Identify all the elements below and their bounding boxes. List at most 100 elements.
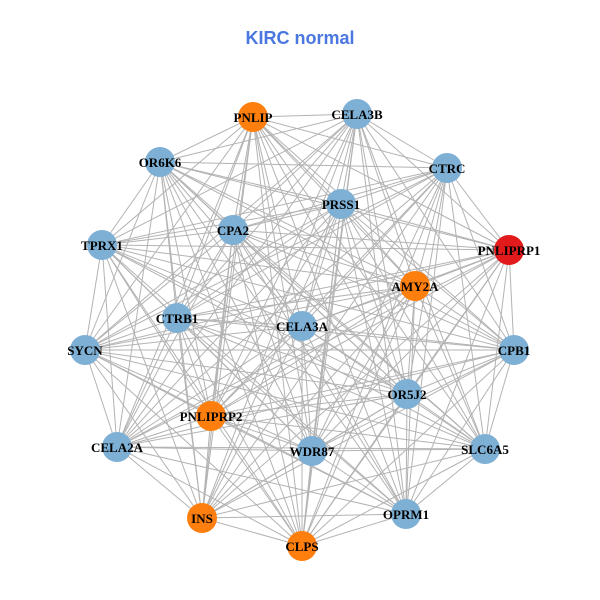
edge	[406, 349, 515, 395]
edge	[176, 317, 313, 452]
edge	[210, 285, 416, 417]
edge	[252, 116, 303, 327]
node-label: PRSS1	[322, 197, 360, 212]
edge	[116, 325, 303, 448]
node-label: PNLIPRP2	[180, 409, 243, 424]
edge	[176, 229, 234, 319]
edge	[340, 203, 510, 251]
edge	[405, 249, 510, 515]
edge	[446, 167, 515, 351]
node-label: CPB1	[498, 343, 531, 358]
edge	[508, 249, 515, 351]
node-label: OR6K6	[139, 155, 182, 170]
node-circle	[342, 99, 372, 129]
edge	[116, 285, 416, 448]
node-ctrc: CTRC	[429, 153, 465, 183]
edge	[201, 229, 234, 519]
node-label: OPRM1	[383, 507, 429, 522]
edge	[484, 349, 515, 450]
node-circle	[326, 189, 356, 219]
edge	[176, 317, 203, 519]
edge	[340, 167, 448, 205]
edge	[201, 249, 510, 519]
node-sycn: SYCN	[67, 335, 103, 365]
edge	[340, 113, 358, 205]
node-circle	[391, 499, 421, 529]
edge	[301, 349, 515, 547]
edge	[101, 244, 212, 417]
edge	[101, 229, 234, 246]
edge	[301, 513, 407, 547]
edge	[414, 285, 515, 351]
node-cpb1: CPB1	[498, 335, 531, 365]
edge	[405, 349, 515, 515]
edge	[176, 285, 416, 319]
node-circle	[196, 401, 226, 431]
edge	[116, 446, 407, 515]
edge	[301, 285, 416, 327]
edge	[84, 285, 416, 351]
node-label: PNLIPRP1	[478, 243, 541, 258]
node-label: CTRB1	[156, 311, 199, 326]
node-cpa2: CPA2	[217, 215, 249, 245]
edge	[101, 244, 408, 395]
edge	[252, 116, 342, 205]
edge	[101, 167, 448, 246]
edge	[101, 116, 254, 246]
node-circle	[162, 303, 192, 333]
node-circle	[297, 436, 327, 466]
edge	[176, 317, 407, 515]
node-prss1: PRSS1	[322, 189, 360, 219]
node-pnliprp1: PNLIPRP1	[478, 235, 541, 265]
edge	[232, 229, 407, 515]
edge	[301, 325, 313, 452]
edge	[101, 244, 303, 327]
edge	[201, 517, 303, 547]
node-wdr87: WDR87	[290, 436, 335, 466]
edge	[414, 167, 448, 287]
edge	[210, 415, 486, 450]
node-circle	[499, 335, 529, 365]
edge	[405, 393, 408, 515]
node-circle	[287, 311, 317, 341]
edge	[159, 161, 313, 452]
edge	[159, 113, 358, 163]
node-ctrb1: CTRB1	[156, 303, 199, 333]
edge	[159, 161, 416, 287]
edge	[159, 161, 448, 169]
edge	[116, 167, 448, 448]
edge	[210, 415, 303, 547]
edge	[176, 317, 303, 327]
node-circle	[218, 215, 248, 245]
edge	[116, 349, 515, 448]
edge	[311, 450, 407, 515]
edge	[446, 167, 486, 450]
edge	[356, 113, 416, 287]
edge	[340, 203, 408, 395]
edge	[159, 116, 254, 163]
node-circle	[70, 335, 100, 365]
edge	[84, 349, 303, 547]
node-label: OR5J2	[388, 387, 427, 402]
edge	[84, 244, 103, 351]
node-label: WDR87	[290, 444, 335, 459]
edge	[252, 116, 510, 251]
edge	[176, 116, 254, 319]
edge	[176, 317, 303, 547]
edge	[84, 349, 203, 519]
edge	[84, 229, 234, 351]
node-circle	[392, 379, 422, 409]
edge	[201, 513, 407, 519]
node-circle	[87, 230, 117, 260]
node-label: SYCN	[67, 343, 103, 358]
edge	[159, 161, 303, 547]
node-label: SLC6A5	[461, 442, 509, 457]
edge	[301, 325, 407, 515]
edge	[210, 415, 313, 452]
edge	[176, 317, 212, 417]
node-label: CELA3B	[331, 107, 383, 122]
node-ins: INS	[187, 503, 217, 533]
node-label: CLPS	[285, 539, 318, 554]
edge	[210, 203, 342, 417]
